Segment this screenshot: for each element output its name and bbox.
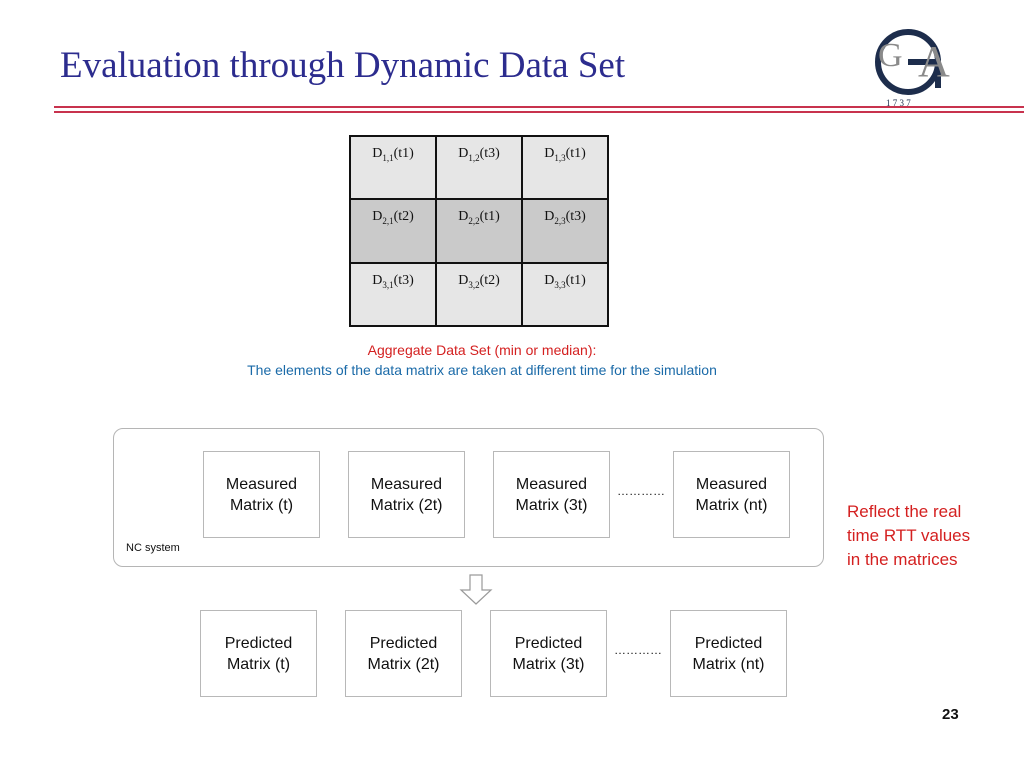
title-rule-bottom — [54, 111, 1024, 113]
box-line: Predicted — [694, 634, 763, 652]
matrix-cell: D2,2(t1) — [435, 198, 523, 264]
page-number: 23 — [942, 706, 959, 723]
matrix-row: D3,1(t3) D3,2(t2) D3,3(t1) — [349, 262, 609, 327]
matrix-cell: D2,3(t3) — [521, 198, 609, 264]
simulation-caption: The elements of the data matrix are take… — [247, 362, 717, 378]
matrix-row: D2,1(t2) D2,2(t1) D2,3(t3) — [349, 198, 609, 264]
logo-letter-a: A — [918, 37, 950, 86]
box-line: Measured — [515, 475, 588, 493]
matrix-cell: D3,2(t2) — [435, 262, 523, 327]
box-line: Measured — [225, 475, 298, 493]
box-line: Matrix (2t) — [367, 655, 440, 673]
matrix-cell: D1,3(t1) — [521, 135, 609, 200]
side-note: Reflect the real time RTT values in the … — [847, 502, 971, 569]
box-line: Matrix (nt) — [695, 496, 768, 514]
university-logo: G A 1 7 3 7 — [875, 29, 950, 108]
box-line: Matrix (t) — [226, 655, 291, 673]
box-line: Predicted — [224, 634, 293, 652]
matrix-cell: D1,1(t1) — [349, 135, 437, 200]
down-arrow-icon — [459, 574, 493, 605]
box-line: Predicted — [369, 634, 438, 652]
slide-title: Evaluation through Dynamic Data Set — [60, 45, 626, 86]
nc-system-label: NC system — [126, 542, 180, 554]
matrix-cell: D3,1(t3) — [349, 262, 437, 327]
box-line: Matrix (3t) — [512, 655, 585, 673]
box-line: Matrix (3t) — [515, 496, 588, 514]
matrix-cell: D3,3(t1) — [521, 262, 609, 327]
measured-ellipsis: ………… — [617, 484, 665, 498]
data-matrix: D1,1(t1) D1,2(t3) D1,3(t1) D2,1(t2) D2,2… — [349, 135, 609, 327]
nc-system-container — [113, 428, 824, 567]
box-line: Measured — [370, 475, 443, 493]
box-line: Predicted — [514, 634, 583, 652]
predicted-ellipsis: ………… — [614, 643, 662, 657]
aggregate-caption: Aggregate Data Set (min or median): — [367, 342, 597, 358]
box-line: Matrix (2t) — [370, 496, 443, 514]
logo-letter-g: G — [878, 37, 903, 74]
matrix-row: D1,1(t1) D1,2(t3) D1,3(t1) — [349, 135, 609, 200]
matrix-cell: D2,1(t2) — [349, 198, 437, 264]
matrix-cell: D1,2(t3) — [435, 135, 523, 200]
box-line: Matrix (nt) — [692, 655, 765, 673]
logo-year: 1 7 3 7 — [886, 98, 911, 108]
box-line: Matrix (t) — [229, 496, 294, 514]
box-line: Measured — [695, 475, 768, 493]
title-rule-top — [54, 106, 1024, 108]
